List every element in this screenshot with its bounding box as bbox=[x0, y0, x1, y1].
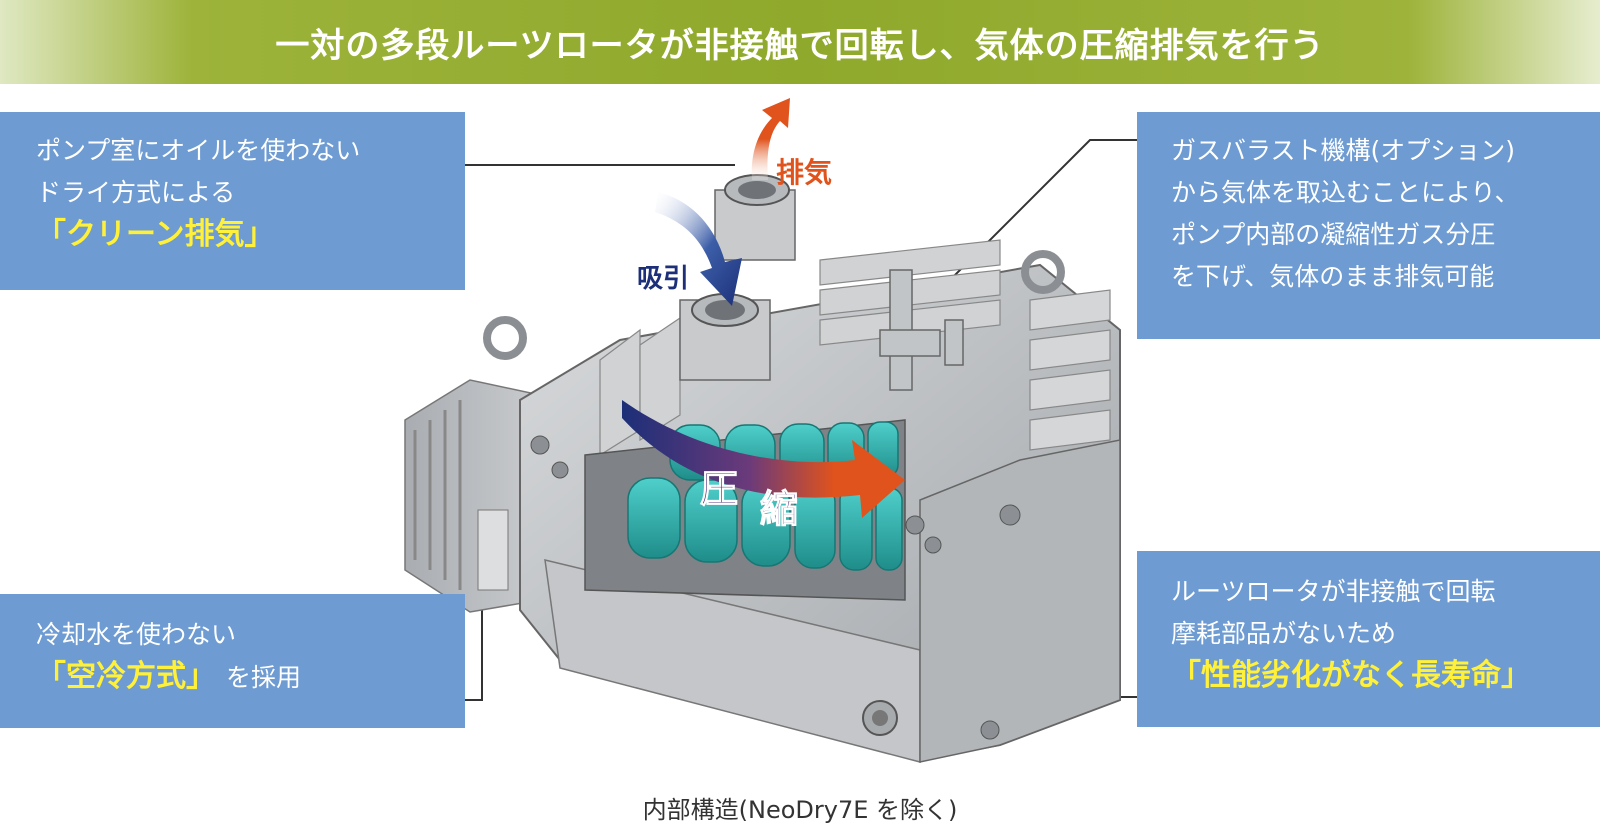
callout-gas-line1: ガスバラスト機構(オプション) bbox=[1171, 136, 1516, 165]
callout-air-line1: 冷却水を使わない bbox=[36, 620, 237, 649]
callout-life-line1: ルーツロータが非接触で回転 bbox=[1171, 577, 1496, 606]
title-banner: 一対の多段ルーツロータが非接触で回転し、気体の圧縮排気を行う bbox=[0, 0, 1600, 84]
gas-ballast-valve bbox=[879, 269, 964, 391]
callout-clean-line1: ポンプ室にオイルを使わない bbox=[36, 136, 361, 165]
callout-air-cooling: 冷却水を使わない 「空冷方式」を採用 bbox=[0, 594, 465, 728]
compression-arrow bbox=[622, 400, 905, 518]
callout-gas-line4: を下げ、気体のまま排気可能 bbox=[1171, 262, 1495, 291]
callout-long-life: ルーツロータが非接触で回転 摩耗部品がないため 「性能劣化がなく長寿命」 bbox=[1137, 551, 1600, 727]
diagram-caption: 内部構造(NeoDry7E を除く) bbox=[642, 796, 958, 824]
flanges bbox=[679, 174, 796, 381]
callout-gas-line3: ポンプ内部の凝縮性ガス分圧 bbox=[1171, 220, 1496, 249]
suction-arrow bbox=[655, 192, 742, 306]
callout-clean-highlight: 「クリーン排気」 bbox=[36, 217, 275, 252]
exhaust-arrow bbox=[751, 98, 790, 180]
eye-bolts bbox=[483, 250, 1065, 360]
exhaust-label: 排気 bbox=[776, 156, 832, 189]
callout-clean-line2: ドライ方式による bbox=[36, 178, 236, 207]
motor bbox=[404, 379, 541, 613]
callout-gas-line2: から気体を取込むことにより、 bbox=[1171, 178, 1520, 207]
callout-air-highlight: 「空冷方式」 bbox=[36, 659, 216, 694]
compress-label-2: 縮 bbox=[760, 487, 798, 531]
callout-air-suffix: を採用 bbox=[226, 663, 302, 692]
callout-life-line2: 摩耗部品がないため bbox=[1171, 619, 1397, 648]
callout-life-highlight: 「性能劣化がなく長寿命」 bbox=[1171, 658, 1531, 693]
callout-clean-exhaust: ポンプ室にオイルを使わない ドライ方式による 「クリーン排気」 bbox=[0, 112, 465, 290]
compress-label-1: 圧 bbox=[700, 467, 738, 511]
suction-label: 吸引 bbox=[637, 264, 689, 294]
callout-gas-ballast: ガスバラスト機構(オプション) から気体を取込むことにより、 ポンプ内部の凝縮性… bbox=[1137, 112, 1600, 339]
banner-title: 一対の多段ルーツロータが非接触で回転し、気体の圧縮排気を行う bbox=[275, 25, 1325, 66]
